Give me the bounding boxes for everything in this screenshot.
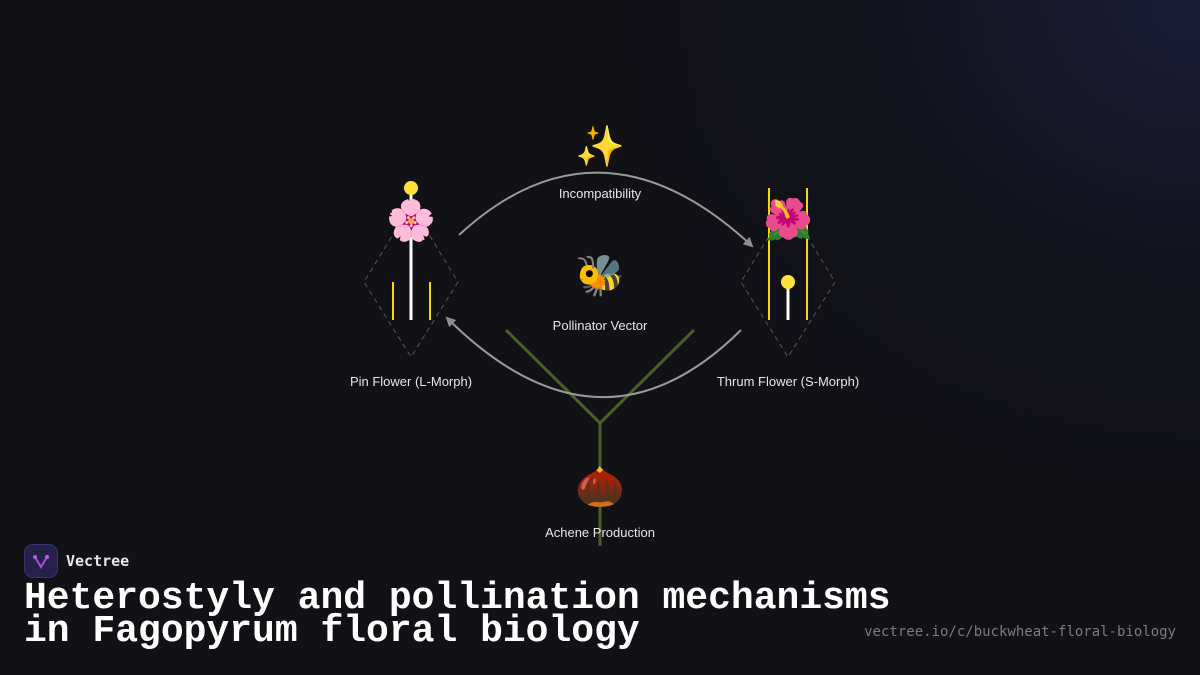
brand: Vectree: [24, 544, 129, 578]
source-url: vectree.io/c/buckwheat-floral-biology: [864, 624, 1176, 640]
chestnut-icon: 🌰: [575, 465, 625, 509]
pollinator-label: Pollinator Vector: [552, 318, 648, 333]
hibiscus-icon: 🌺: [763, 198, 813, 242]
pin-stigma: [404, 181, 418, 195]
cherry-blossom-icon: 🌸: [386, 199, 436, 243]
arrow-pin-to-thrum: [458, 171, 754, 248]
title-line-1: Heterostyly and pollination mechanisms: [24, 577, 891, 620]
pin-flower-label: Pin Flower (L-Morph): [349, 374, 473, 389]
achene-label: Achene Production: [545, 525, 655, 540]
page-title: Heterostyly and pollination mechanisms i…: [24, 580, 891, 651]
thrum-stigma: [781, 275, 795, 289]
incompatibility-label: Incompatibility: [558, 186, 642, 201]
arrow-thrum-to-pin: [445, 316, 742, 398]
pin-flower-outline: [363, 204, 459, 358]
thrum-flower-label: Thrum Flower (S-Morph): [716, 374, 860, 389]
title-line-2: in Fagopyrum floral biology: [24, 610, 640, 653]
thrum-flower-outline: [740, 204, 836, 358]
vectree-logo-icon: [24, 544, 58, 578]
brand-name: Vectree: [66, 552, 130, 570]
sparkles-icon: ✨: [575, 125, 625, 169]
bee-icon: 🐝: [575, 254, 625, 298]
achene-branch: [504, 328, 696, 546]
